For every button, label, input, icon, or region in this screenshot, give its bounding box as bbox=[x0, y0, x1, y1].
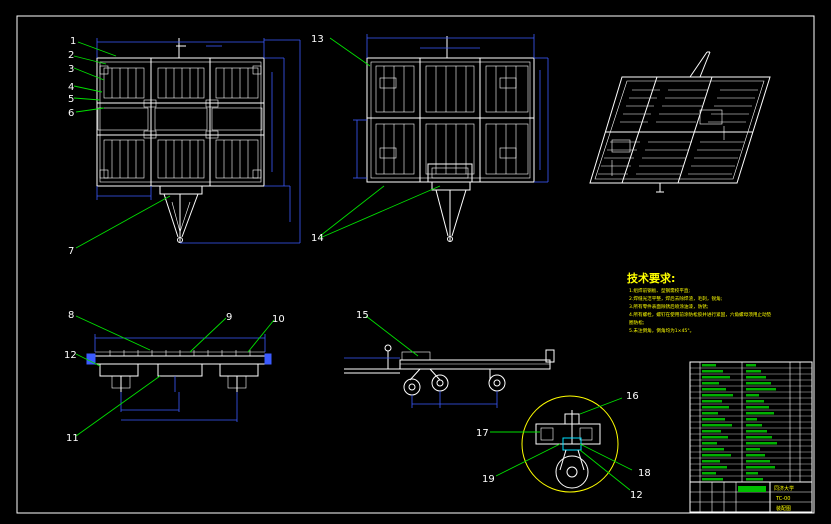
parts-row-mark bbox=[746, 364, 756, 367]
callout-12: 12 bbox=[64, 350, 77, 361]
parts-row-mark bbox=[702, 436, 728, 439]
callout-12b: 12 bbox=[630, 490, 643, 501]
parts-row-mark bbox=[702, 460, 720, 463]
leader-lines bbox=[73, 37, 633, 491]
title-block-drawing-no: TC-00 bbox=[775, 496, 790, 502]
parts-row-mark bbox=[746, 472, 758, 475]
callout-2: 2 bbox=[68, 50, 74, 61]
sheet-frame bbox=[16, 15, 815, 514]
parts-row-mark bbox=[702, 472, 716, 475]
parts-row-mark bbox=[702, 466, 727, 469]
isometric-view bbox=[589, 51, 771, 193]
callout-16: 16 bbox=[626, 391, 639, 402]
parts-row-mark bbox=[702, 394, 733, 397]
callout-19: 19 bbox=[482, 474, 495, 485]
callout-15: 15 bbox=[356, 310, 369, 321]
parts-row-mark bbox=[746, 478, 763, 481]
tech-req-line-6: 5.未注倒角，倒角均为1×45°。 bbox=[629, 327, 694, 334]
parts-row-mark bbox=[702, 430, 721, 433]
tech-req-line-3: 3.所有零件表面除锈后喷涂油漆，防锈; bbox=[629, 303, 709, 310]
technical-requirements: 技术要求: 1.组焊前钢板、型钢需校平直; 2.焊缝光洁平整，焊后去除焊渣，毛刺… bbox=[627, 271, 772, 334]
callout-11: 11 bbox=[66, 433, 79, 444]
side-view bbox=[344, 344, 555, 408]
callout-3: 3 bbox=[68, 64, 74, 75]
parts-row-mark bbox=[746, 418, 757, 421]
parts-row-mark bbox=[702, 388, 726, 391]
callout-10: 10 bbox=[272, 314, 285, 325]
parts-row-mark bbox=[702, 418, 725, 421]
parts-row-mark bbox=[702, 454, 731, 457]
parts-row-mark bbox=[702, 400, 722, 403]
callout-14: 14 bbox=[311, 233, 324, 244]
parts-row-mark bbox=[746, 430, 767, 433]
parts-row-mark bbox=[702, 376, 730, 379]
title-block-school: 同济大学 bbox=[774, 485, 794, 492]
tech-req-line-1: 1.组焊前钢板、型钢需校平直; bbox=[629, 287, 691, 294]
parts-row-mark bbox=[702, 448, 724, 451]
parts-row-mark bbox=[702, 406, 729, 409]
parts-row-mark bbox=[746, 376, 766, 379]
callout-1: 1 bbox=[70, 36, 76, 47]
parts-row-mark bbox=[702, 364, 716, 367]
parts-row-mark bbox=[702, 370, 723, 373]
callout-6: 6 bbox=[68, 108, 74, 119]
title-block: 同济大学 TC-00 装配图 bbox=[689, 481, 813, 513]
tech-req-line-5: 圈防松; bbox=[629, 319, 645, 326]
callout-5: 5 bbox=[68, 94, 74, 105]
parts-row-mark bbox=[702, 424, 732, 427]
parts-list-table bbox=[689, 361, 813, 483]
tech-req-line-4: 4.所有螺栓，螺钉在使用前涂防松胶并进行紧固，六角螺母须用止动垫 bbox=[629, 311, 772, 318]
callout-7: 7 bbox=[68, 246, 74, 257]
parts-row-mark bbox=[746, 442, 777, 445]
tech-req-line-2: 2.焊缝光洁平整，焊后去除焊渣，毛刺，锐角; bbox=[629, 295, 723, 302]
parts-row-mark bbox=[702, 382, 719, 385]
top-view-left bbox=[96, 38, 301, 244]
parts-row-mark bbox=[746, 382, 771, 385]
callout-17: 17 bbox=[476, 428, 489, 439]
parts-row-mark bbox=[702, 442, 717, 445]
parts-row-mark bbox=[746, 448, 760, 451]
parts-row-mark bbox=[746, 424, 762, 427]
parts-row-mark bbox=[746, 412, 774, 415]
parts-row-mark bbox=[746, 466, 775, 469]
callout-9: 9 bbox=[226, 312, 232, 323]
tech-req-title: 技术要求: bbox=[627, 271, 675, 285]
parts-row-mark bbox=[746, 400, 764, 403]
parts-row-mark bbox=[746, 406, 769, 409]
parts-row-mark bbox=[746, 436, 772, 439]
callout-4: 4 bbox=[68, 82, 74, 93]
parts-row-mark bbox=[746, 460, 770, 463]
detail-view-circle bbox=[521, 395, 619, 493]
callout-labels: 1 2 3 4 5 6 7 8 9 10 12 11 13 14 15 16 1… bbox=[64, 34, 651, 501]
parts-row-mark bbox=[746, 370, 761, 373]
parts-row-mark bbox=[746, 394, 759, 397]
top-view-middle bbox=[353, 34, 549, 242]
callout-8: 8 bbox=[68, 310, 74, 321]
callout-13: 13 bbox=[311, 34, 324, 45]
parts-row-mark bbox=[746, 454, 765, 457]
front-view bbox=[86, 334, 272, 422]
parts-row-mark bbox=[702, 412, 718, 415]
callout-18: 18 bbox=[638, 468, 651, 479]
parts-row-mark bbox=[702, 478, 723, 481]
title-block-drawing-name: 装配图 bbox=[776, 505, 791, 512]
parts-row-mark bbox=[746, 388, 776, 391]
